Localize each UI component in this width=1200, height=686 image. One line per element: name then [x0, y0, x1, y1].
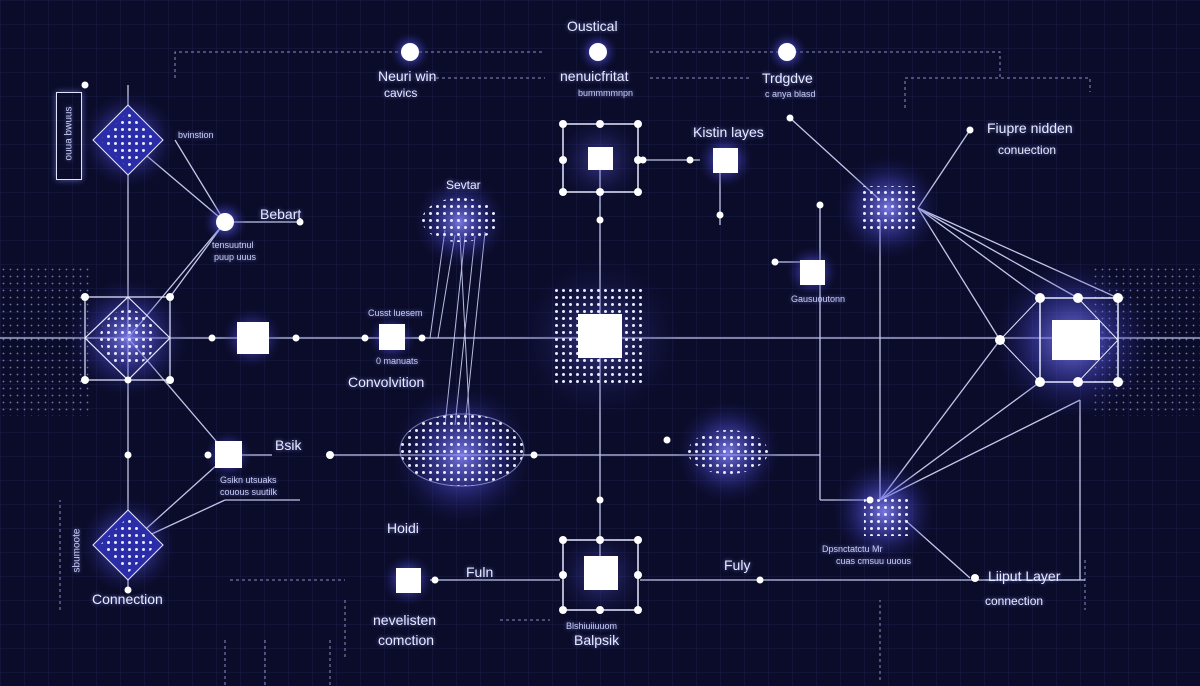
balpsik-label: Balpsik — [574, 632, 620, 648]
balpsik-sub-label: Blshiuiiuuom — [566, 621, 618, 631]
bebart-sub-label-1: tensuutnul — [212, 240, 254, 250]
small-nodes — [81, 43, 979, 594]
bottom-center-frame — [559, 536, 642, 614]
white-squares — [215, 148, 825, 593]
fupre-label: Fiupre nidden — [987, 120, 1073, 136]
bsik-sub-label-2: couous suutilk — [220, 487, 278, 497]
bottom-lens-cluster — [399, 413, 525, 487]
fuln-label: Fuln — [466, 564, 494, 580]
connection-left-label: Connection — [92, 591, 163, 607]
neveisten-sub-label: comction — [378, 632, 435, 648]
bebart-sub-label-2: puup uuus — [214, 252, 257, 262]
nenuic-sub-label: bummmmnpn — [578, 88, 634, 98]
bsik-label: Bsik — [275, 437, 302, 453]
nenuic-label: nenuicfritat — [560, 68, 629, 84]
tragdve-label: Trdgdve — [762, 70, 813, 86]
center-grid-block — [555, 288, 645, 384]
left-top-cluster — [92, 104, 164, 176]
neveisten-label: nevelisten — [373, 612, 437, 628]
neuri-label: Neuri win — [378, 68, 437, 84]
liput-label: Liiput Layer — [988, 568, 1061, 584]
tragdve-sub-label: c anya blasd — [765, 89, 816, 99]
liput-sub-label: connection — [985, 594, 1044, 608]
conv-caption-2: 0 manuats — [376, 356, 419, 366]
fupre-sub-label: conuection — [998, 143, 1057, 157]
top-center-frame — [559, 120, 642, 196]
right-lens-cluster — [688, 430, 768, 474]
neuri-sub-label: cavics — [384, 86, 418, 100]
hoidi-label: Hoidi — [387, 520, 419, 536]
bsik-sub-label-1: Gsikn utsuaks — [220, 475, 277, 485]
top-title: Oustical — [567, 18, 618, 34]
bvinstion-label: bvinstion — [178, 130, 214, 140]
left-hub-cluster — [81, 293, 174, 384]
left-vertical-label: ouua bwuus — [63, 106, 75, 161]
right-top-grid — [862, 186, 918, 230]
left-vertical-frame — [56, 92, 82, 180]
right-box-caption: Gausuoutonn — [791, 294, 846, 304]
conv-caption: Cusst luesem — [368, 308, 423, 318]
bottom-right-caption-2: cuas cmsuu uuous — [836, 556, 912, 566]
left-vertical-bottom-label: sbumoote — [71, 528, 83, 573]
convolution-label: Convolvition — [348, 374, 425, 390]
fuly-label: Fuly — [724, 557, 751, 573]
sevtar-cluster — [422, 198, 498, 242]
sevtar-label: Sevtar — [446, 178, 481, 192]
right-hub-frame — [995, 293, 1123, 387]
bottom-right-caption-1: Dpsnctatctu Mr — [822, 544, 883, 554]
left-bottom-cluster — [92, 509, 164, 581]
bebart-label: Bebart — [260, 206, 302, 222]
kistin-label: Kistin layes — [693, 124, 764, 140]
